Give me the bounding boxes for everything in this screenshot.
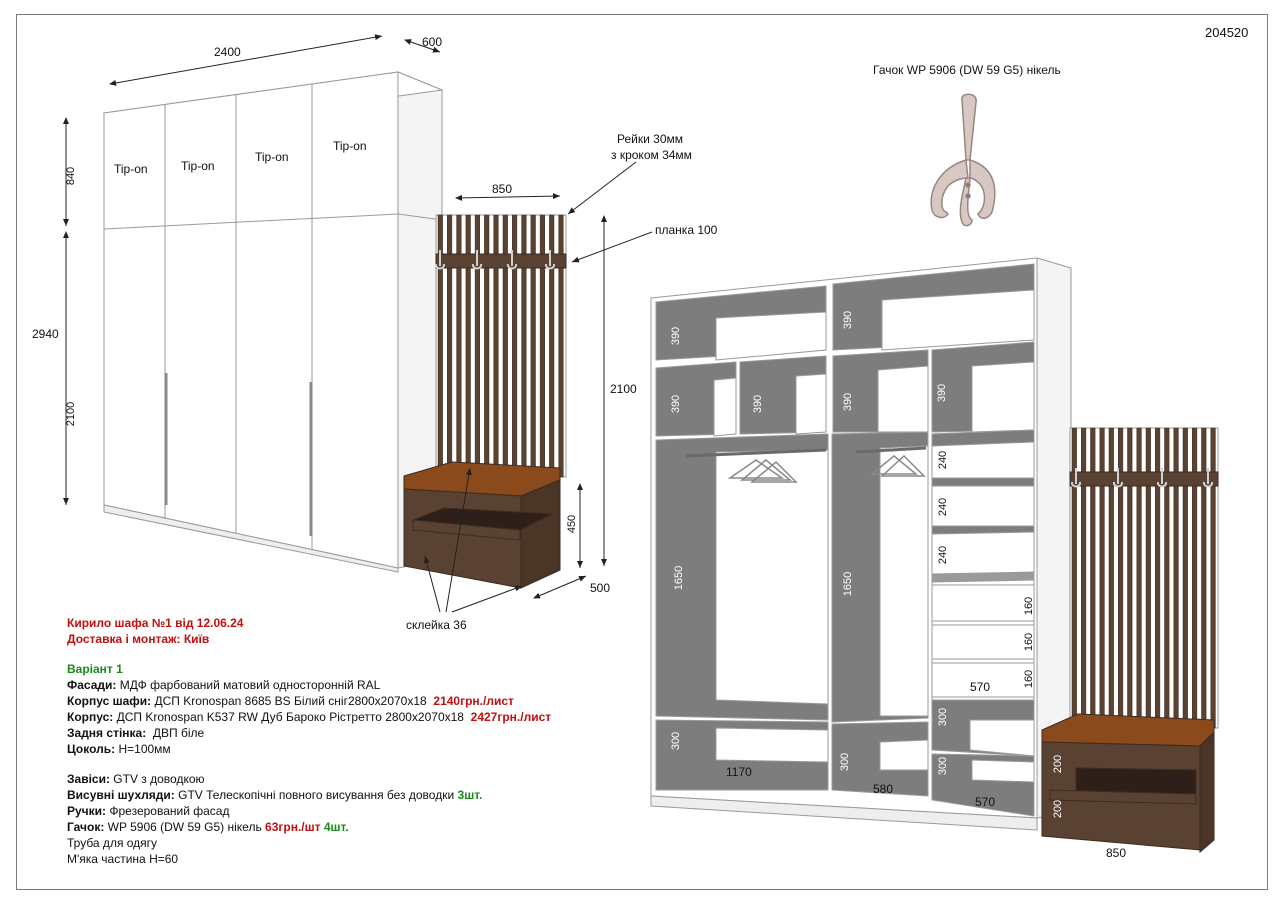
- dim-r-top-1: 390: [670, 326, 683, 346]
- hooks-middle: [434, 250, 556, 270]
- dim-r-left-section: 1650: [673, 565, 686, 591]
- dim-r-row2-4: 390: [936, 383, 949, 403]
- order-variant: Варіант 1: [67, 662, 123, 676]
- dim-r-bench-1: 200: [1052, 754, 1065, 774]
- bench-middle: [403, 461, 561, 589]
- dim-r-shelf-3: 240: [937, 545, 950, 565]
- dim-bottom-left: 2100: [65, 401, 78, 427]
- plank-note: планка 100: [655, 223, 718, 237]
- glue-note: склейка 36: [406, 618, 467, 632]
- spec-facades: Фасади: МДФ фарбований матовий односторо…: [67, 678, 381, 692]
- spec-hinges: Завіси: GTV з доводкою: [67, 772, 205, 786]
- dim-r-width-left: 1170: [726, 765, 752, 779]
- spec-pipe: Труба для одягу: [67, 836, 158, 850]
- spec-body2: Корпус: ДСП Kronospan K537 RW Дуб Бароко…: [67, 710, 552, 724]
- dim-r-bench-2: 200: [1052, 799, 1065, 819]
- spec-hook: Гачок: WP 5906 (DW 59 G5) нікель 63грн./…: [67, 820, 349, 834]
- tipon-label-3: Tip-on: [255, 150, 289, 164]
- closed-wardrobe: [102, 71, 444, 573]
- coat-hook-icon: [544, 250, 556, 270]
- hangers: [727, 454, 926, 483]
- spec-drawers: Висувні шухляди: GTV Телескопічні повног…: [67, 788, 483, 802]
- rails-note-1: Рейки 30мм: [617, 132, 683, 146]
- slat: [558, 214, 564, 478]
- dim-r-bench-width: 850: [1106, 846, 1127, 860]
- rails-note-2: з кроком 34мм: [611, 148, 692, 162]
- dim-r-drawer-1: 160: [1023, 596, 1036, 616]
- order-delivery: Доставка і монтаж: Київ: [67, 632, 210, 646]
- dim-r-lower-2: 300: [937, 756, 950, 776]
- dim-r-row2-3: 390: [842, 392, 855, 412]
- order-notes: Кирило шафа №1 від 12.06.24 Доставка і м…: [67, 615, 551, 867]
- dims-left: [63, 34, 441, 505]
- dim-r-row2-2: 390: [752, 394, 765, 414]
- dim-r-bottom-left: 300: [670, 731, 683, 751]
- hooks-right: [1070, 468, 1214, 488]
- drawing-frame: [16, 14, 1268, 890]
- dim-r-top-2: 390: [842, 310, 855, 330]
- coat-hook-icon: [434, 250, 446, 270]
- dim-r-lower-1: 300: [937, 707, 950, 727]
- spec-body: Корпус шафи: ДСП Kronospan 8685 BS Білий…: [67, 694, 514, 708]
- slats-right: [1071, 427, 1216, 729]
- dim-depth-left: 600: [422, 35, 443, 49]
- hook-caption: Гачок WP 5906 (DW 59 G5) нікель: [873, 63, 1061, 77]
- dim-panel-width: 850: [492, 182, 513, 196]
- dim-r-shelf-2: 240: [937, 497, 950, 517]
- drawing-id: 204520: [1205, 25, 1249, 40]
- dim-bench-height: 450: [566, 514, 579, 534]
- coat-hook-icon: [506, 250, 518, 270]
- open-wardrobe: [650, 257, 1072, 831]
- dim-r-middle-section: 1650: [842, 571, 855, 597]
- spec-back: Задня стінка: ДВП біле: [67, 726, 205, 740]
- dim-r-drawer-width: 570: [970, 680, 991, 694]
- dim-r-shelf-1: 240: [937, 450, 950, 470]
- dim-panel-height: 2100: [610, 382, 637, 396]
- spec-handles: Ручки: Фрезерований фасад: [67, 804, 230, 818]
- coat-hook-icon: [1202, 468, 1214, 488]
- dim-r-row2-1: 390: [670, 394, 683, 414]
- coat-hook-icon: [471, 250, 483, 270]
- spec-plinth: Цоколь: H=100мм: [67, 742, 171, 756]
- dim-total-left: 2940: [32, 327, 59, 341]
- spec-soft: М'яка частина H=60: [67, 852, 179, 866]
- dim-r-drawer-3: 160: [1023, 669, 1036, 689]
- order-title: Кирило шафа №1 від 12.06.24: [67, 616, 244, 630]
- tipon-label-1: Tip-on: [114, 162, 148, 176]
- door-handles: [164, 373, 313, 536]
- dims-middle: [423, 161, 653, 613]
- hook-illustration: [930, 93, 996, 227]
- bench-right: [1041, 713, 1215, 854]
- dim-r-bottom-middle: 300: [839, 752, 852, 772]
- dim-r-width-right: 570: [975, 795, 996, 809]
- dim-r-width-middle: 580: [873, 782, 894, 796]
- dim-width-left: 2400: [214, 45, 241, 59]
- dim-top-left: 840: [65, 166, 78, 186]
- coat-hook-icon: [1070, 468, 1082, 488]
- tipon-label-4: Tip-on: [333, 139, 367, 153]
- dim-r-drawer-2: 160: [1023, 632, 1036, 652]
- dim-bench-depth: 500: [590, 581, 611, 595]
- slats-middle: [437, 214, 564, 478]
- coat-bar-middle: [435, 253, 567, 269]
- tipon-label-2: Tip-on: [181, 159, 215, 173]
- coat-hook-icon: [1156, 468, 1168, 488]
- coat-hook-icon: [1112, 468, 1124, 488]
- hanging-rails: [685, 446, 927, 458]
- coat-bar-right: [1069, 471, 1219, 487]
